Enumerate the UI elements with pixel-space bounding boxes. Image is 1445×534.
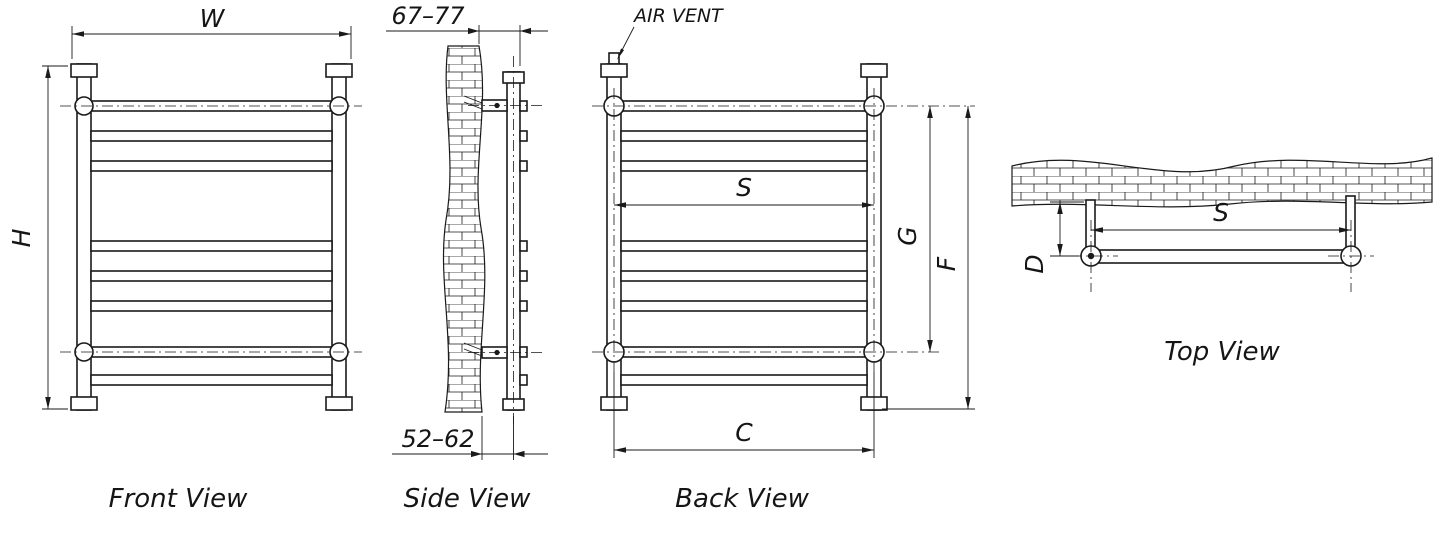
dim-label-h: H: [7, 228, 36, 247]
front-view: W H Front View: [7, 4, 362, 514]
back-view-title: Back View: [675, 484, 809, 514]
top-view-title: Top View: [1164, 337, 1280, 367]
dim-label-67-77: 67–77: [391, 2, 465, 30]
front-view-title: Front View: [109, 484, 248, 514]
dim-label-c: C: [735, 418, 753, 447]
dim-label-d: D: [1020, 254, 1049, 273]
air-vent-stub: [608, 52, 620, 65]
radiator-tube: [1094, 249, 1348, 264]
dim-label-s-top: S: [1213, 198, 1229, 227]
dim-label-w: W: [200, 4, 226, 33]
back-view: AIR VENT S G F C Back View: [592, 5, 975, 514]
mounting-bracket: [1345, 195, 1356, 249]
back-view-dimensions: AIR VENT S G F C: [613, 5, 975, 458]
front-view-dimensions: W H: [7, 4, 352, 410]
top-view-dimensions: S D: [1020, 198, 1351, 274]
front-view-geometry: [60, 63, 362, 411]
mounting-bracket: [1085, 199, 1096, 249]
dim-label-52-62: 52–62: [401, 425, 474, 453]
dim-label-f: F: [932, 256, 961, 271]
dim-label-s-back: S: [736, 173, 752, 202]
side-view-dimensions: 67–77 52–62: [386, 2, 548, 460]
top-view: S D Top View: [1011, 157, 1433, 367]
side-view-geometry: [442, 45, 545, 424]
side-view: 67–77 52–62 Side View: [386, 2, 548, 514]
top-view-geometry: [1011, 157, 1433, 292]
side-view-title: Side View: [404, 484, 531, 514]
wall-section: [442, 45, 486, 413]
air-vent-label: AIR VENT: [632, 5, 724, 27]
wall-section: [1011, 157, 1433, 208]
dim-label-g: G: [893, 226, 922, 245]
